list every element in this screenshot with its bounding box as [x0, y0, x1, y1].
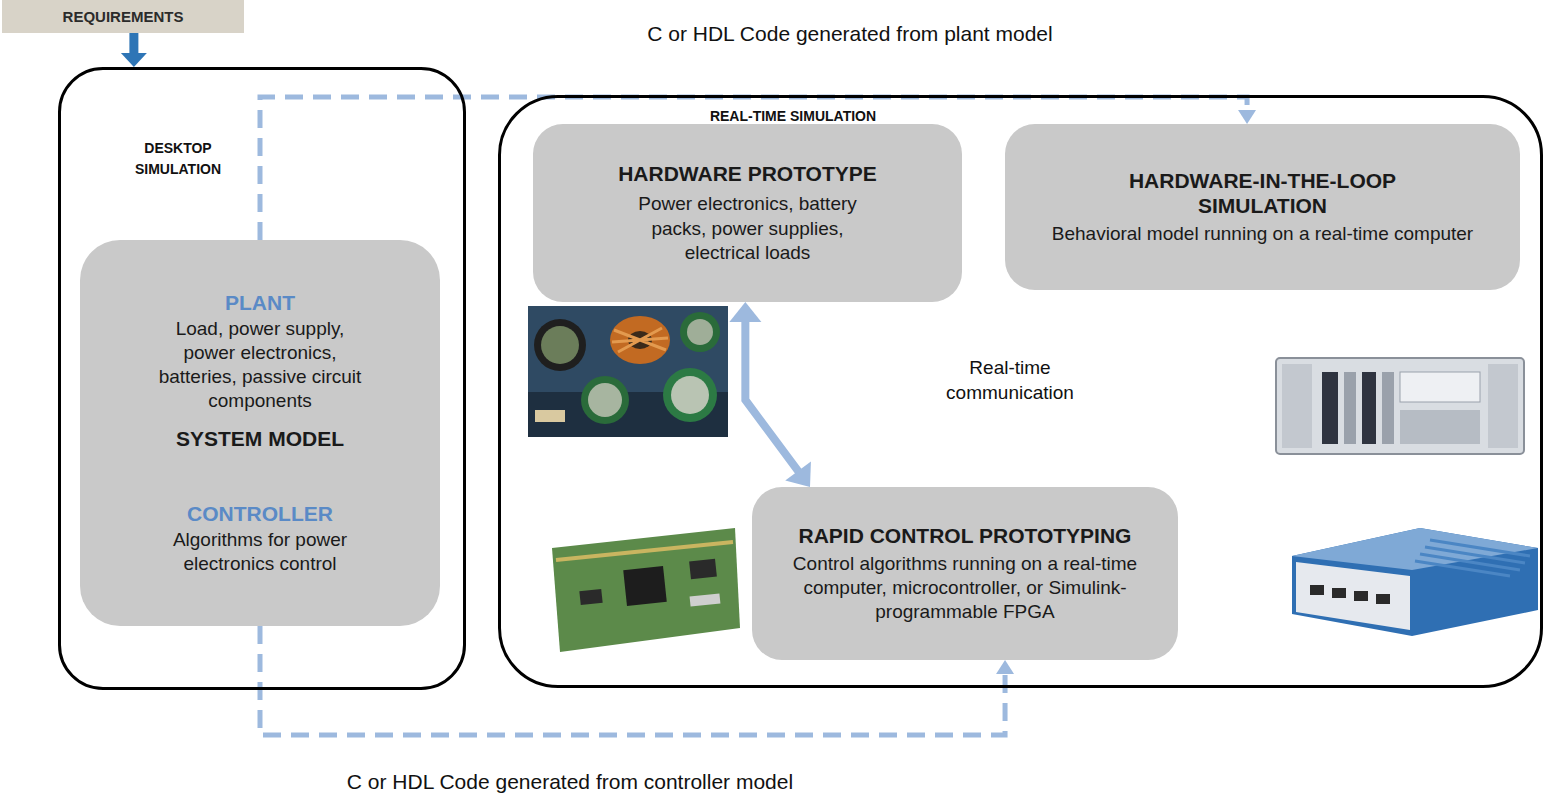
desktop-simulation-region: DESKTOP SIMULATION PLANTLoad, power suppl… [58, 67, 466, 690]
section-body: Algorithms for power electronics control [153, 528, 368, 576]
box-body: Behavioral model running on a real-time … [1052, 222, 1473, 246]
edge-label: Real-time communication [915, 356, 1105, 405]
connector-line [129, 33, 138, 55]
connector-line [745, 319, 800, 473]
cooling-fins [1415, 540, 1530, 576]
arrowhead [121, 53, 147, 67]
card-slot [1382, 372, 1394, 444]
capacitor-board-photo [528, 306, 728, 437]
flow-arrow [121, 33, 147, 67]
port [1354, 591, 1368, 601]
capacitor-top [687, 319, 713, 345]
region-title: REAL-TIME SIMULATION [683, 106, 903, 127]
edge-label: C or HDL Code generated from controller … [300, 768, 840, 795]
chip [689, 559, 717, 580]
pcb [552, 528, 740, 652]
box-title: REQUIREMENTS [63, 8, 184, 25]
chassis-top [1292, 528, 1538, 570]
resistor [535, 410, 565, 422]
capacitor-top [588, 383, 622, 417]
port [1332, 588, 1346, 598]
port [1376, 594, 1390, 604]
arrowhead [785, 461, 811, 487]
front-panel [1400, 410, 1480, 444]
box-title: SYSTEM MODEL [176, 426, 344, 451]
card-slot [1322, 372, 1338, 444]
box-title: HARDWARE PROTOTYPE [618, 161, 877, 186]
card-slot [1362, 372, 1376, 444]
box-body: Control algorithms running on a real-tim… [770, 552, 1160, 624]
chip [579, 589, 602, 605]
capacitor-top [541, 326, 579, 364]
section-heading: CONTROLLER [187, 501, 333, 526]
system-model-box: PLANTLoad, power supply, power electroni… [80, 240, 440, 626]
section-heading: PLANT [225, 290, 295, 315]
coil-windings [612, 328, 668, 352]
card-slot [1344, 372, 1356, 444]
box-title: HARDWARE-IN-THE-LOOP SIMULATION [1103, 168, 1423, 218]
capacitor [534, 319, 586, 371]
control-board-photo [552, 528, 740, 652]
capacitor [680, 312, 720, 352]
chip [623, 566, 667, 606]
process-box: RAPID CONTROL PROTOTYPING Control algorit… [752, 487, 1178, 660]
region-title: DESKTOP SIMULATION [123, 138, 233, 180]
rack-handle [1282, 364, 1312, 448]
requirements-box: REQUIREMENTS [2, 0, 244, 33]
gold-fingers [556, 542, 733, 560]
inductor-coil [610, 316, 670, 364]
capacitor [663, 368, 717, 422]
real-time-computer-photo [1276, 358, 1524, 454]
arrowhead [996, 660, 1014, 674]
capacitor-top [671, 376, 709, 414]
capacitor [581, 376, 629, 424]
edge-label: C or HDL Code generated from plant model [500, 20, 1200, 47]
arrowhead [1238, 110, 1256, 124]
connector [690, 593, 721, 606]
pcb-background [528, 306, 728, 437]
rack-handle [1488, 364, 1518, 448]
arrowhead [729, 302, 761, 322]
rugged-computer-photo [1292, 528, 1538, 636]
rack-chassis [1276, 358, 1524, 454]
front-panel [1296, 562, 1410, 630]
front-label [1400, 372, 1480, 402]
process-box: HARDWARE PROTOTYPE Power electronics, bat… [533, 124, 962, 302]
box-title: RAPID CONTROL PROTOTYPING [799, 523, 1132, 548]
process-box: HARDWARE-IN-THE-LOOP SIMULATION Behaviora… [1005, 124, 1520, 290]
port [1310, 585, 1324, 595]
section-body: Load, power supply, power electronics, b… [153, 317, 368, 414]
double-arrow [729, 302, 811, 487]
chassis [1292, 528, 1538, 636]
box-body: Power electronics, battery packs, power … [613, 192, 883, 264]
